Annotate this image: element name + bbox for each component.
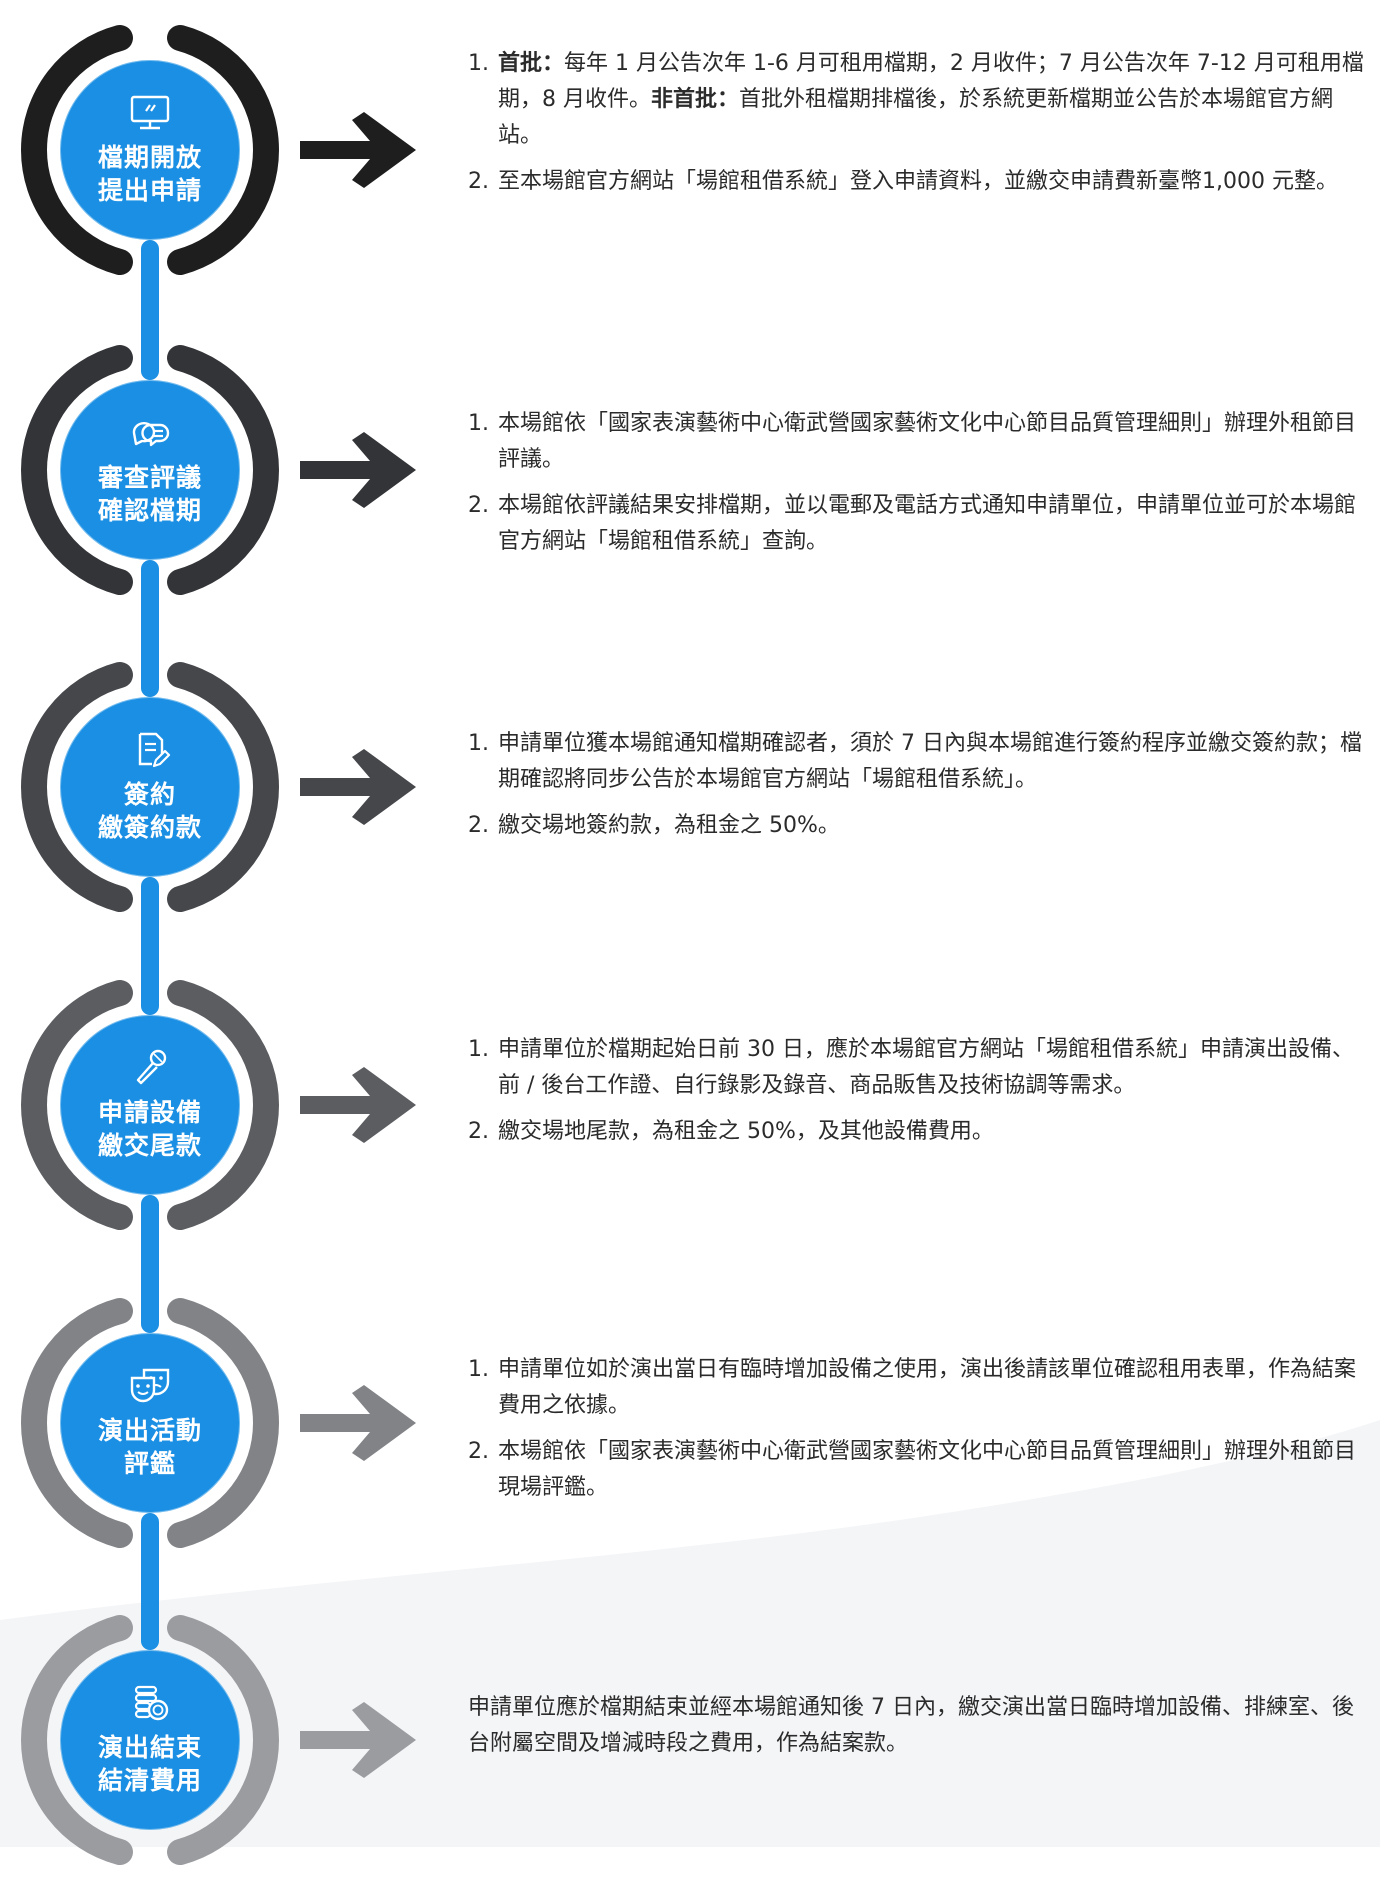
item-number: 1.: [468, 411, 489, 436]
item-number: 2.: [468, 1439, 489, 1464]
item-text: 首批外租檔期排檔後，於系統更新檔期並公告於本場館官方網站。: [498, 87, 1334, 148]
description-item: 2. 至本場館官方網站「場館租借系統」登入申請資料，並繳交申請費新臺幣1,000 …: [468, 164, 1370, 200]
document-pen-icon: [128, 730, 172, 770]
item-text: 每年 1 月公告次年 1-6 月可租用檔期，2 月收件；7 月公告次年 7-12…: [498, 51, 1364, 112]
item-text: 申請單位獲本場館通知檔期確認者，須於 7 日內與本場館進行簽約程序並繳交簽約款；…: [498, 731, 1362, 792]
step-ring: [21, 24, 279, 276]
step-title-line: 繳簽約款: [97, 813, 202, 842]
item-number: 1.: [468, 1037, 489, 1062]
step-description: 申請單位應於檔期結束並經本場館通知後 7 日內，繳交演出當日臨時增加設備、排練室…: [468, 1690, 1370, 1772]
step-ring: [21, 1297, 279, 1549]
step-badge: 演出活動評鑑: [60, 1333, 240, 1513]
connector-line: [141, 240, 159, 380]
step-badge: 審查評議確認檔期: [60, 380, 240, 560]
description-item: 2. 本場館依「國家表演藝術中心衛武營國家藝術文化中心節目品質管理細則」辦理外租節…: [468, 1434, 1370, 1506]
theater-masks-icon: [128, 1366, 172, 1406]
connector-line: [141, 1195, 159, 1333]
item-emphasis: 首批：: [498, 51, 565, 76]
item-text: 本場館依評議結果安排檔期，並以電郵及電話方式通知申請單位，申請單位並可於本場館官…: [498, 493, 1357, 554]
step-title-line: 評鑑: [123, 1449, 176, 1478]
item-number: 1.: [468, 731, 489, 756]
connector-line: [141, 877, 159, 1015]
arrow-icon: [300, 1067, 416, 1143]
step-description: 1. 申請單位如於演出當日有臨時增加設備之使用，演出後請該單位確認租用表單，作為結…: [468, 1352, 1370, 1516]
step-badge: 檔期開放提出申請: [60, 60, 240, 240]
item-text: 申請單位如於演出當日有臨時增加設備之使用，演出後請該單位確認租用表單，作為結案費…: [498, 1357, 1357, 1418]
arrow-icon: [300, 1385, 416, 1461]
step-ring: [21, 344, 279, 596]
item-number: 1.: [468, 1357, 489, 1382]
step-title-line: 演出活動: [97, 1416, 202, 1445]
arrow-icon: [300, 1702, 416, 1778]
step-description: 1. 本場館依「國家表演藝術中心衛武營國家藝術文化中心節目品質管理細則」辦理外租節…: [468, 406, 1370, 570]
item-text: 繳交場地簽約款，為租金之 50%。: [498, 813, 840, 838]
step-description: 1. 首批：每年 1 月公告次年 1-6 月可租用檔期，2 月收件；7 月公告次年…: [468, 46, 1370, 210]
microphone-icon: [128, 1048, 172, 1088]
step-title-line: 結清費用: [97, 1766, 202, 1795]
item-number: 2.: [468, 169, 489, 194]
item-text: 申請單位應於檔期結束並經本場館通知後 7 日內，繳交演出當日臨時增加設備、排練室…: [468, 1695, 1354, 1756]
step-badge: 演出結束結清費用: [60, 1650, 240, 1830]
arrow-icon: [300, 432, 416, 508]
step-title-line: 確認檔期: [97, 496, 202, 525]
step-title-line: 申請設備: [97, 1098, 202, 1127]
description-item: 1. 首批：每年 1 月公告次年 1-6 月可租用檔期，2 月收件；7 月公告次年…: [468, 46, 1370, 154]
item-number: 2.: [468, 493, 489, 518]
description-item: 2. 本場館依評議結果安排檔期，並以電郵及電話方式通知申請單位，申請單位並可於本場…: [468, 488, 1370, 560]
connector-line: [141, 1513, 159, 1650]
description-item: 1. 申請單位如於演出當日有臨時增加設備之使用，演出後請該單位確認租用表單，作為結…: [468, 1352, 1370, 1424]
connector-line: [141, 560, 159, 697]
item-text: 本場館依「國家表演藝術中心衛武營國家藝術文化中心節目品質管理細則」辦理外租節目評…: [498, 411, 1357, 472]
step-description: 1. 申請單位獲本場館通知檔期確認者，須於 7 日內與本場館進行簽約程序並繳交簽約…: [468, 726, 1370, 854]
arrow-icon: [300, 749, 416, 825]
step-title-line: 提出申請: [97, 176, 202, 205]
item-number: 2.: [468, 813, 489, 838]
item-text: 繳交場地尾款，為租金之 50%，及其他設備費用。: [498, 1119, 994, 1144]
arrow-icon: [300, 112, 416, 188]
item-text: 至本場館官方網站「場館租借系統」登入申請資料，並繳交申請費新臺幣1,000 元整…: [498, 169, 1338, 194]
step-title-line: 檔期開放: [97, 143, 202, 172]
step-title-line: 簽約: [123, 780, 176, 809]
chat-bubbles-icon: [128, 413, 172, 453]
step-badge: 申請設備繳交尾款: [60, 1015, 240, 1195]
step-ring: [21, 661, 279, 913]
step-title-line: 審查評議: [97, 463, 202, 492]
timeline-connectors: [141, 240, 159, 1650]
item-emphasis: 非首批：: [651, 87, 740, 112]
item-number: 1.: [468, 51, 489, 76]
step-title-line: 繳交尾款: [97, 1131, 202, 1160]
step-title-line: 演出結束: [97, 1733, 202, 1762]
description-item: 1. 本場館依「國家表演藝術中心衛武營國家藝術文化中心節目品質管理細則」辦理外租節…: [468, 406, 1370, 478]
step-ring: [21, 1614, 279, 1866]
step-badge: 簽約繳簽約款: [60, 697, 240, 877]
description-item: 1. 申請單位獲本場館通知檔期確認者，須於 7 日內與本場館進行簽約程序並繳交簽約…: [468, 726, 1370, 798]
step-ring: [21, 979, 279, 1231]
description-item: 申請單位應於檔期結束並經本場館通知後 7 日內，繳交演出當日臨時增加設備、排練室…: [468, 1690, 1370, 1762]
coins-icon: [128, 1683, 172, 1723]
description-item: 1. 申請單位於檔期起始日前 30 日，應於本場館官方網站「場館租借系統」申請演出…: [468, 1032, 1370, 1104]
item-text: 本場館依「國家表演藝術中心衛武營國家藝術文化中心節目品質管理細則」辦理外租節目現…: [498, 1439, 1357, 1500]
step-description: 1. 申請單位於檔期起始日前 30 日，應於本場館官方網站「場館租借系統」申請演出…: [468, 1032, 1370, 1160]
description-item: 2. 繳交場地尾款，為租金之 50%，及其他設備費用。: [468, 1114, 1370, 1150]
monitor-icon: [128, 93, 172, 133]
item-text: 申請單位於檔期起始日前 30 日，應於本場館官方網站「場館租借系統」申請演出設備…: [498, 1037, 1354, 1098]
item-number: 2.: [468, 1119, 489, 1144]
description-item: 2. 繳交場地簽約款，為租金之 50%。: [468, 808, 1370, 844]
